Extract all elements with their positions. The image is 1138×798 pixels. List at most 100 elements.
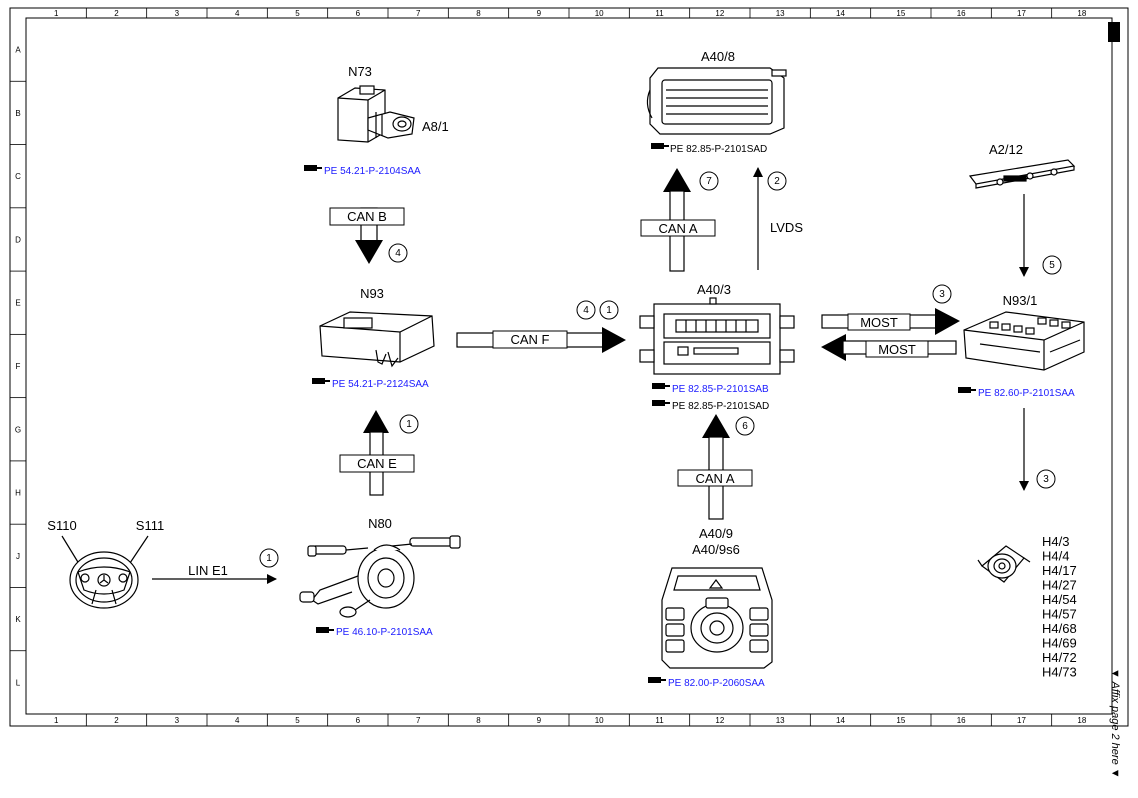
step-circle-icon [259, 548, 279, 568]
pointing-hand-icon [312, 378, 330, 384]
n93-1-reference-link[interactable]: PE 82.60-P-2101SAA [978, 388, 1075, 399]
a40-9-control-panel-group: A40/9 A40/9s6 PE 82.00-P-2060SAA [648, 526, 773, 689]
can-e-connection: CAN E 1 [339, 410, 419, 496]
n93-1-doc-reference[interactable]: PE 82.60-P-2101SAA [958, 387, 1075, 399]
a40-3-reference-link-a[interactable]: PE 82.85-P-2101SAB [672, 384, 769, 395]
speaker-link: 3 [1019, 408, 1056, 491]
n93-1-amplifier-group: N93/1 PE 82.60-P-2101SAA [958, 293, 1085, 399]
n93-gateway-group: N93 PE 54.21-P-2124SAA [312, 286, 435, 390]
a40-3-reference-link-b[interactable]: PE 82.85-P-2101SAD [672, 401, 769, 412]
most-in-label: MOST [878, 342, 916, 357]
step-circle-icon [1036, 469, 1056, 489]
arrow-head-left-icon [821, 334, 846, 361]
steering-column-module-icon [299, 535, 461, 618]
grid-column-label: 2 [114, 9, 119, 18]
most-step-number: 3 [939, 289, 945, 300]
speakers-step-number: 3 [1043, 474, 1049, 485]
grid-row-label: H [15, 489, 21, 498]
steering-wheel-group: S110 S111 [47, 518, 164, 609]
lin-e1-label: LIN E1 [188, 563, 228, 578]
n73-doc-reference[interactable]: PE 54.21-P-2104SAA [304, 165, 421, 177]
pointing-hand-icon [652, 383, 670, 389]
grid-row-label: C [15, 172, 21, 181]
grid-column-label: 18 [1077, 9, 1086, 18]
a40-9-doc-reference[interactable]: PE 82.00-P-2060SAA [648, 677, 765, 689]
pointing-hand-icon [958, 387, 976, 393]
step-circle-icon [735, 416, 755, 436]
grid-column-label: 13 [776, 9, 785, 18]
can-a-bottom-label: CAN A [695, 471, 734, 486]
a40-3-label: A40/3 [697, 282, 731, 297]
pointing-hand-icon [651, 143, 669, 149]
can-a-bottom-step-number: 6 [742, 421, 748, 432]
grid-row-label: A [15, 46, 21, 55]
n93-reference-link[interactable]: PE 54.21-P-2124SAA [332, 379, 429, 390]
grid-column-label: 16 [957, 9, 966, 18]
grid-column-label: 8 [476, 9, 481, 18]
grid-column-label: 7 [416, 9, 421, 18]
a2-12-label: A2/12 [989, 142, 1023, 157]
pointing-hand-icon [648, 677, 666, 683]
arrow-head-right-icon [602, 327, 626, 353]
n80-doc-reference[interactable]: PE 46.10-P-2101SAA [316, 627, 433, 638]
n73-label: N73 [348, 64, 372, 79]
lvds-connection: LVDS 2 [753, 167, 803, 270]
can-f-step-b: 1 [606, 305, 612, 316]
grid-column-label: 11 [655, 9, 664, 18]
grid-column-label: 18 [1077, 716, 1086, 725]
step-circle-icon [932, 284, 952, 304]
speaker-label: H4/27 [1042, 578, 1077, 593]
amplifier-icon [963, 311, 1085, 371]
control-panel-icon [661, 567, 773, 669]
can-f-step-a: 4 [583, 305, 589, 316]
a40-9-reference-link[interactable]: PE 82.00-P-2060SAA [668, 678, 765, 689]
corner-tab-icon [1108, 22, 1120, 42]
n80-reference-link[interactable]: PE 46.10-P-2101SAA [336, 627, 433, 638]
grid-column-label: 6 [356, 9, 361, 18]
pointing-hand-icon [304, 165, 322, 171]
n93-label: N93 [360, 286, 384, 301]
can-f-label: CAN F [511, 332, 550, 347]
a40-8-reference-link[interactable]: PE 82.85-P-2101SAD [670, 144, 767, 155]
can-a-top-label: CAN A [658, 221, 697, 236]
most-connections: MOST MOST 3 [821, 284, 960, 361]
grid-row-label: J [16, 552, 20, 561]
control-module-icon [319, 311, 435, 368]
n93-doc-reference[interactable]: PE 54.21-P-2124SAA [312, 378, 429, 390]
step-circle-icon [399, 414, 419, 434]
grid-column-label: 16 [957, 716, 966, 725]
speaker-list: H4/3H4/4H4/17H4/27H4/54H4/57H4/68H4/69H4… [1042, 534, 1077, 680]
grid-column-label: 13 [776, 716, 785, 725]
antenna-strip-icon [968, 159, 1076, 189]
a40-8-label: A40/8 [701, 49, 735, 64]
ignition-switch-icon [337, 85, 415, 143]
speakers-group: H4/3H4/4H4/17H4/27H4/54H4/57H4/68H4/69H4… [977, 534, 1077, 680]
arrow-head-up-icon [663, 168, 691, 192]
grid-column-label: 9 [537, 716, 542, 725]
lvds-label: LVDS [770, 220, 803, 235]
grid-column-label: 2 [114, 716, 119, 725]
a40-3-doc-reference-b[interactable]: PE 82.85-P-2101SAD [652, 400, 769, 412]
can-b-label: CAN B [347, 209, 387, 224]
steering-wheel-icon [61, 535, 149, 609]
a40-8-doc-reference[interactable]: PE 82.85-P-2101SAD [651, 143, 767, 155]
grid-column-label: 17 [1017, 9, 1026, 18]
grid-column-label: 12 [715, 9, 724, 18]
n93-1-label: N93/1 [1003, 293, 1038, 308]
grid-column-label: 7 [416, 716, 421, 725]
a40-3-head-unit-group: A40/3 PE 82.85-P-2101SAB [639, 282, 795, 412]
speaker-label: H4/17 [1042, 563, 1077, 578]
step-circle-icon [388, 243, 408, 263]
grid-column-label: 12 [715, 716, 724, 725]
speaker-label: H4/72 [1042, 650, 1077, 665]
n73-reference-link[interactable]: PE 54.21-P-2104SAA [324, 166, 421, 177]
grid-reference-marks: 1122334455667788991010111112121313141415… [10, 8, 1087, 726]
speaker-label: H4/69 [1042, 636, 1077, 651]
grid-column-label: 3 [175, 716, 180, 725]
s111-label: S111 [136, 518, 164, 533]
grid-column-label: 15 [896, 716, 905, 725]
a40-3-doc-reference-a[interactable]: PE 82.85-P-2101SAB [652, 383, 769, 395]
lin-step-number: 1 [266, 553, 272, 564]
can-b-connection: CAN B 4 [329, 207, 408, 264]
